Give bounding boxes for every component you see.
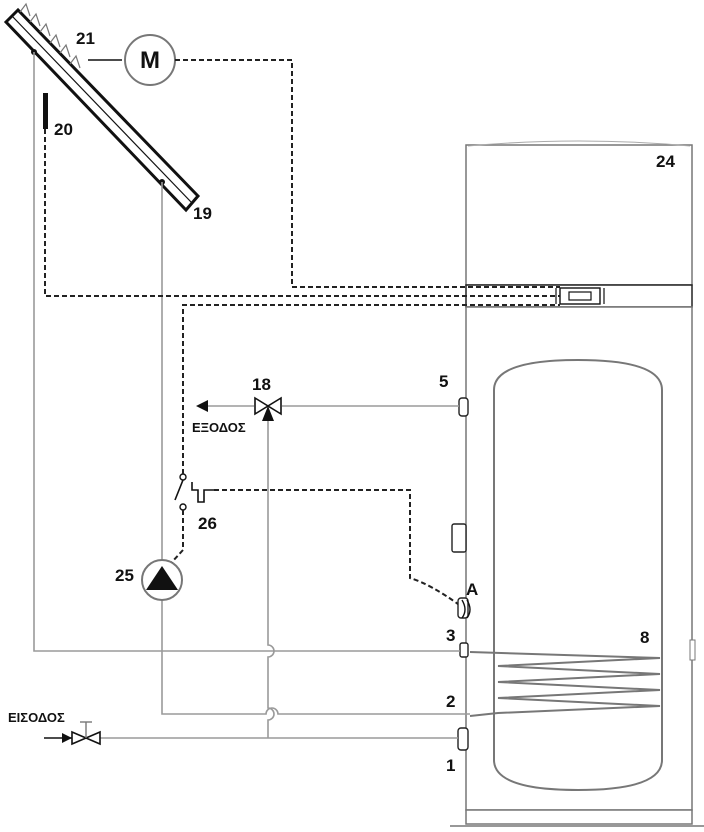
tank-top-unit bbox=[465, 144, 693, 286]
mixing-valve-18 bbox=[254, 396, 282, 421]
storage-tank bbox=[450, 140, 704, 827]
label-A: A bbox=[466, 580, 478, 599]
label-1: 1 bbox=[446, 756, 455, 775]
port-5 bbox=[458, 397, 469, 417]
label-3: 3 bbox=[446, 626, 455, 645]
pipes bbox=[33, 52, 470, 739]
label-inlet: ΕΙΣΟΔΟΣ bbox=[8, 710, 65, 725]
label-5: 5 bbox=[439, 372, 448, 391]
label-20: 20 bbox=[54, 120, 73, 139]
label-21: 21 bbox=[76, 29, 95, 48]
element-port bbox=[451, 523, 467, 553]
temperature-sensor-20 bbox=[43, 93, 48, 129]
label-outlet: ΕΞΟΔΟΣ bbox=[192, 420, 246, 435]
port-A bbox=[457, 597, 469, 619]
port-1 bbox=[457, 727, 469, 751]
label-24: 24 bbox=[656, 152, 675, 171]
label-8: 8 bbox=[640, 628, 649, 647]
inner-vessel bbox=[493, 358, 663, 792]
label-2: 2 bbox=[446, 692, 455, 711]
inlet-arrow bbox=[62, 733, 72, 743]
motor-label: M bbox=[140, 47, 160, 74]
control-wiring bbox=[44, 59, 560, 605]
label-25: 25 bbox=[115, 566, 134, 585]
label-26: 26 bbox=[198, 514, 217, 533]
inlet-valve bbox=[44, 721, 101, 746]
label-18: 18 bbox=[252, 375, 271, 394]
tank-base bbox=[465, 809, 693, 825]
label-19: 19 bbox=[193, 204, 212, 223]
port-3 bbox=[459, 642, 469, 658]
heat-exchanger-coil bbox=[469, 651, 661, 717]
outlet-arrow bbox=[196, 400, 208, 412]
circulation-pump-25 bbox=[141, 559, 183, 601]
sensor-A bbox=[461, 599, 471, 619]
thermostat-26 bbox=[174, 473, 214, 511]
collector-fins bbox=[19, 2, 81, 69]
